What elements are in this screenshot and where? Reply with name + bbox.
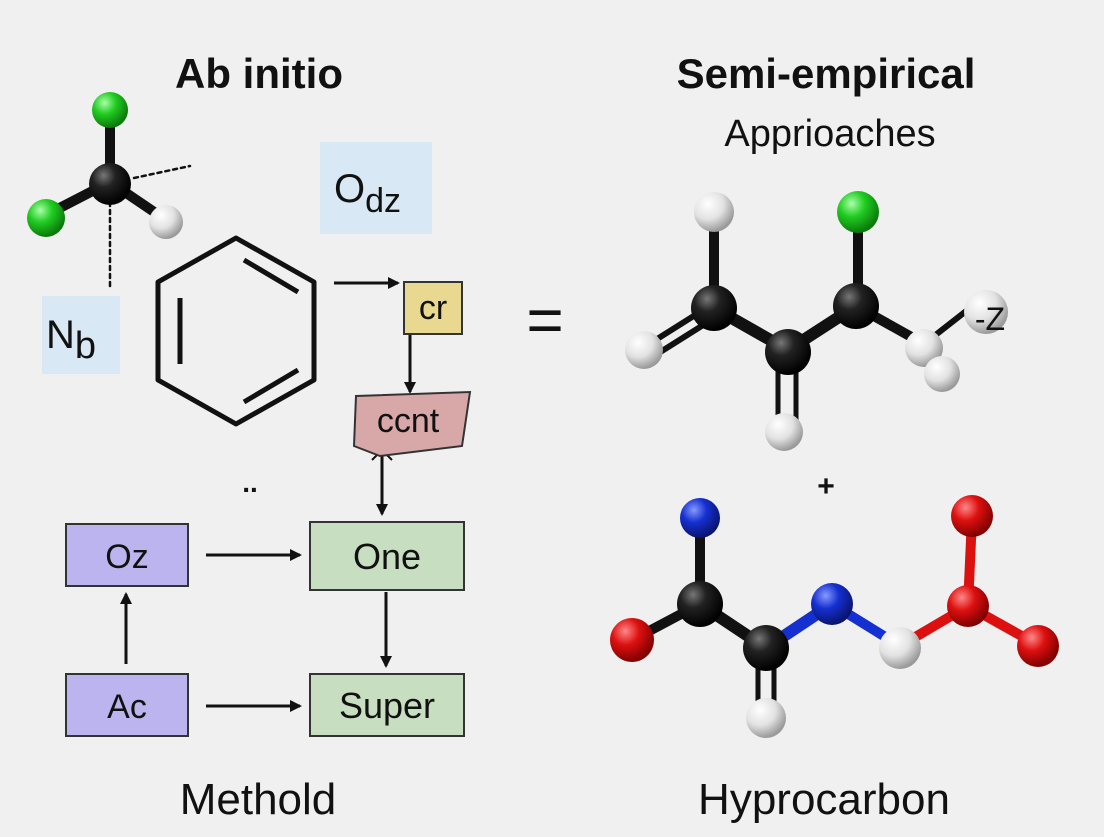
ccnt-box	[352, 390, 472, 458]
chlorine-atom	[837, 191, 879, 233]
bottom-left-label: Methold	[180, 775, 337, 824]
hydrogen-atom	[905, 329, 943, 367]
hydrogen-atom	[879, 627, 921, 669]
hydrogen-atom	[625, 331, 663, 369]
benzene-ring	[155, 235, 317, 427]
nb-main: N	[46, 313, 75, 357]
molecule-top-right-bonds	[643, 209, 973, 433]
hydrogen-atom	[694, 192, 734, 232]
chlorine-atom	[27, 199, 65, 237]
odz-label: Odz	[334, 167, 401, 220]
nb-label-box	[42, 296, 120, 374]
chlorine-atom	[92, 92, 128, 128]
plus-sign: +	[817, 470, 835, 503]
oxygen-atom	[951, 495, 993, 537]
title-right-sub: Apprioaches	[724, 113, 935, 155]
nitrogen-atom	[680, 498, 720, 538]
flow-box-ac	[65, 673, 189, 737]
carbon-atom	[833, 283, 879, 329]
nb-sub: b	[75, 325, 96, 367]
hydrogen-atom	[765, 413, 803, 451]
nitrogen-atom	[811, 583, 853, 625]
title-left: Ab initio	[175, 50, 343, 97]
oxygen-atom	[610, 618, 654, 662]
flow-box-super	[309, 673, 465, 737]
carbon-atom	[89, 163, 131, 205]
molecule-top-right-atoms	[625, 191, 1008, 451]
nb-label: Nb	[46, 313, 96, 367]
hydrogen-atom	[746, 698, 786, 738]
arrows-top-flow	[334, 277, 416, 516]
oxygen-atom	[1017, 625, 1059, 667]
equals-sign: =	[526, 284, 563, 356]
odz-sub: dz	[365, 182, 401, 220]
hydrogen-atom	[924, 356, 960, 392]
flow-label-oz: Oz	[105, 538, 148, 576]
dots-label: ..	[242, 467, 258, 498]
flow-label-ac: Ac	[107, 688, 147, 726]
odz-main: O	[334, 167, 365, 211]
edge-glyph: -Z	[975, 301, 1005, 337]
flow-label-one: One	[353, 536, 421, 577]
carbon-atom	[743, 625, 789, 671]
flow-label-super: Super	[339, 685, 435, 726]
ccnt-label: ccnt	[377, 402, 440, 440]
hydrogen-atom	[149, 205, 183, 239]
cr-box	[403, 281, 463, 335]
arrows-bottom-flow	[120, 549, 392, 712]
carbon-atom	[765, 329, 811, 375]
bottom-right-label: Hyprocarbon	[698, 775, 950, 824]
oxygen-atom	[947, 585, 989, 627]
hydrogen-atom	[964, 290, 1008, 334]
carbon-atom	[691, 285, 737, 331]
molecule-top-left-atoms	[27, 92, 183, 239]
title-right: Semi-empirical	[677, 50, 976, 97]
cr-label: cr	[419, 289, 447, 327]
carbon-atom	[677, 581, 723, 627]
flow-box-one	[309, 521, 465, 591]
odz-label-box	[320, 142, 432, 234]
molecule-bottom-right-atoms	[610, 495, 1059, 738]
flow-box-oz	[65, 523, 189, 587]
